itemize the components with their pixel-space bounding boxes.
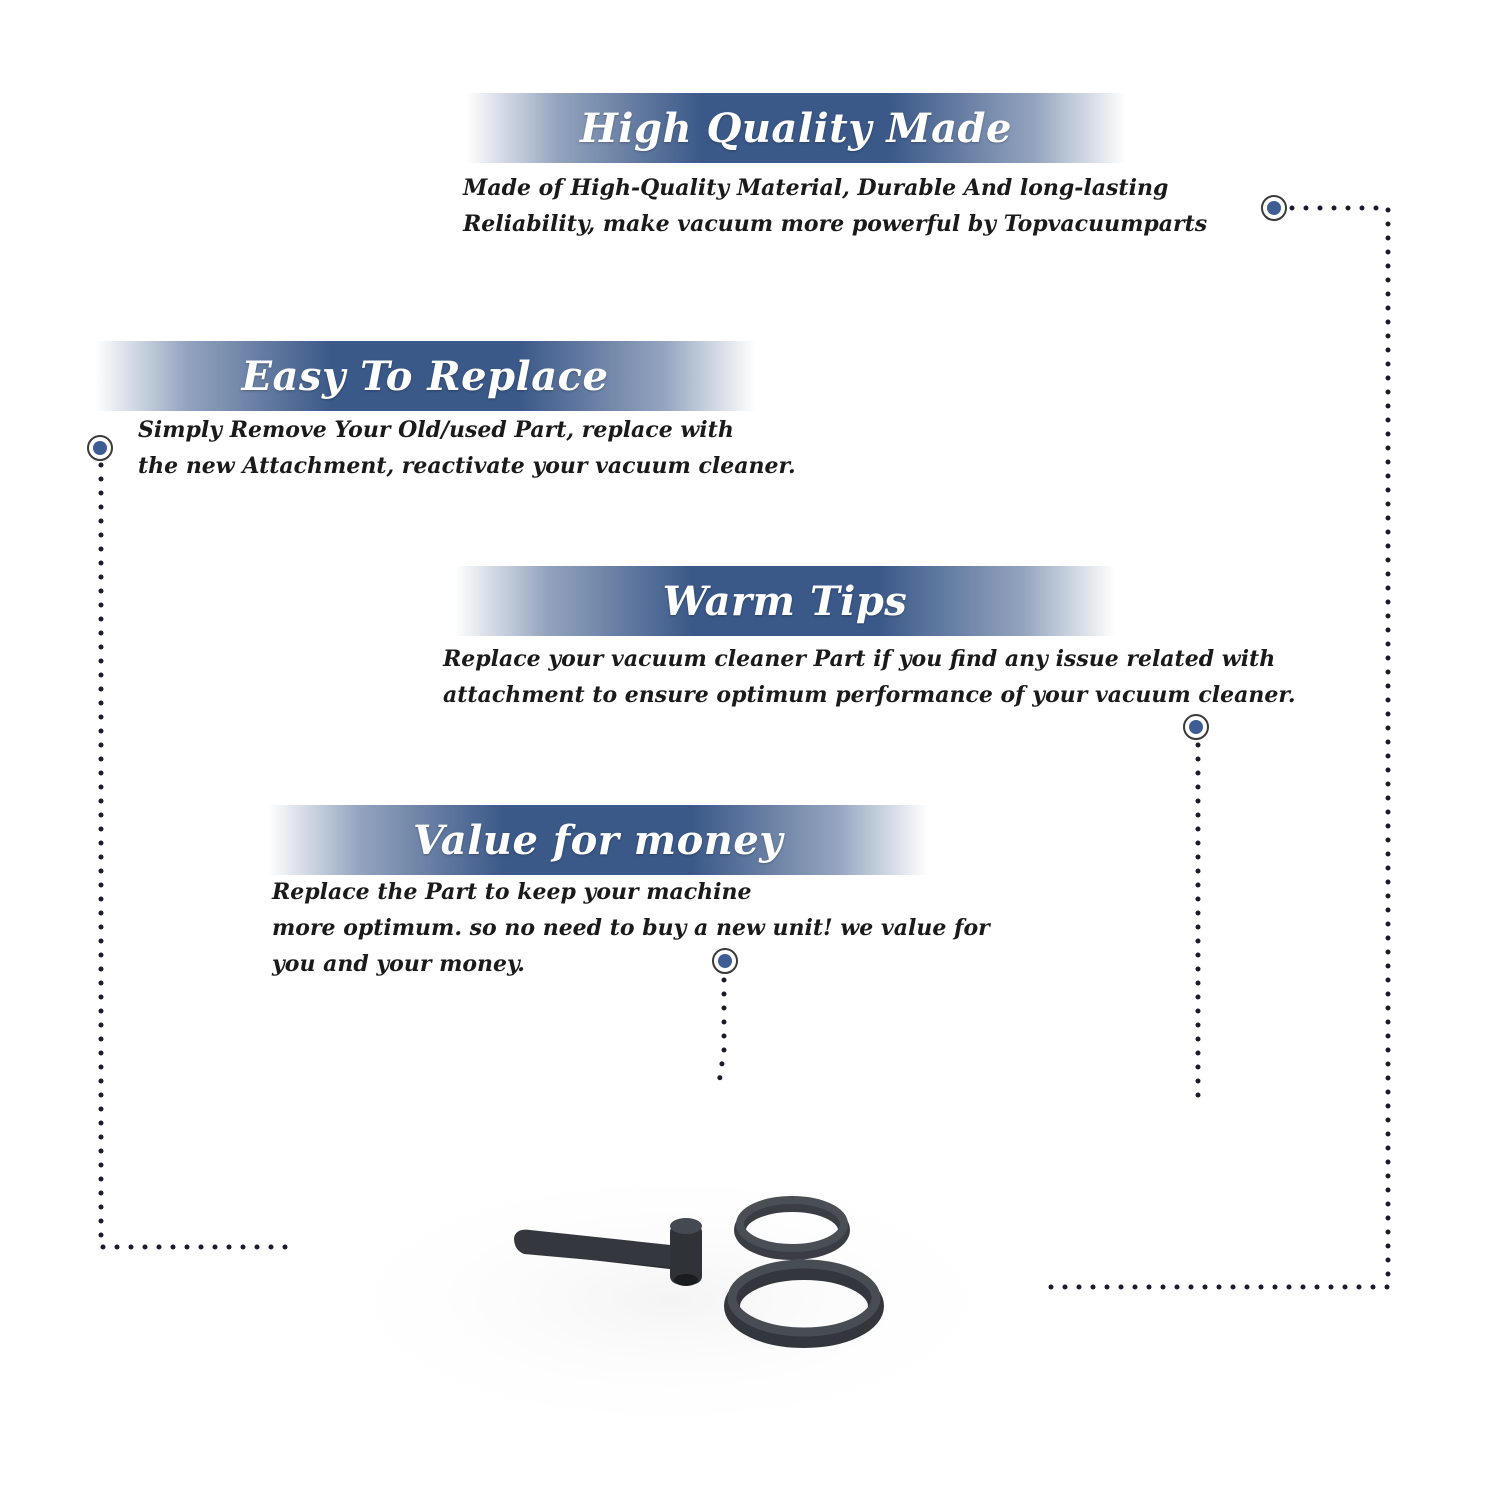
description-line: Reliability, make vacuum more powerful b… [463,211,1208,237]
description-high-quality: Made of High-Quality Material, Durable A… [463,170,1207,242]
description-line: Replace the Part to keep your machine [272,879,752,905]
section-title: Easy To Replace [241,352,609,400]
connector-marker-icon [87,435,113,461]
vacuum-belt-icon [724,1259,884,1348]
banner-warm-tips: Warm Tips [455,566,1115,636]
connector-marker-icon [1183,714,1209,740]
description-line: Replace your vacuum cleaner Part if you … [443,646,1276,672]
description-line: you and your money. [272,951,525,977]
banner-high-quality: High Quality Made [466,93,1126,163]
description-line: attachment to ensure optimum performance… [443,682,1296,708]
banner-easy-replace: Easy To Replace [95,341,755,411]
section-title: Warm Tips [662,577,908,625]
connector-easy-replace [98,462,301,1250]
vacuum-belt-icon [734,1196,850,1260]
description-warm-tips: Replace your vacuum cleaner Part if you … [443,641,1296,713]
description-easy-replace: Simply Remove Your Old/used Part, replac… [138,412,796,484]
banner-value-money: Value for money [268,805,928,875]
description-value-money: Replace the Part to keep your machine mo… [272,874,990,982]
section-title: Value for money [412,816,784,864]
connector-marker-icon [712,948,738,974]
product-image [310,1160,1030,1440]
connector-marker-icon [1261,195,1287,221]
description-line: the new Attachment, reactivate your vacu… [138,453,796,479]
section-title: High Quality Made [580,104,1012,152]
connector-value [715,977,727,1093]
belt-lifter-tool-icon [514,1218,702,1286]
description-line: Simply Remove Your Old/used Part, replac… [138,417,734,443]
connector-high-quality [1037,205,1391,1290]
description-line: more optimum. so no need to buy a new un… [272,915,990,941]
description-line: Made of High-Quality Material, Durable A… [463,175,1169,201]
